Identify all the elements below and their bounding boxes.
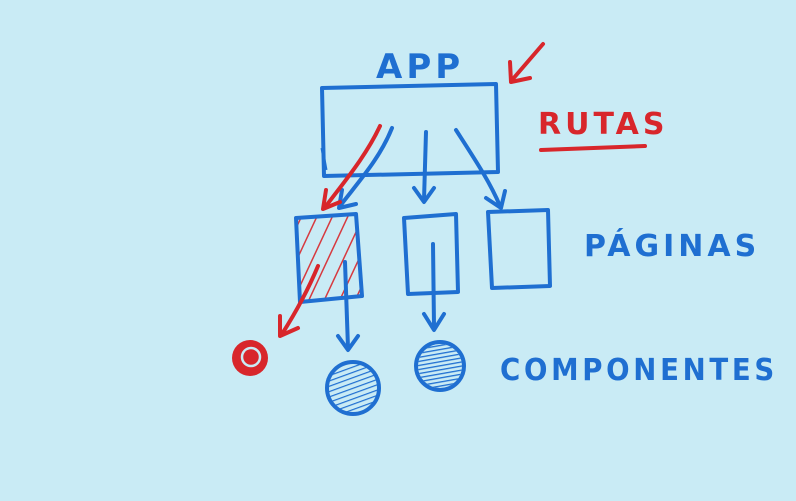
arrow-app-to-page-1	[338, 126, 394, 208]
component-3-outline	[414, 340, 466, 392]
route-arrowhead-component-1	[278, 314, 300, 338]
app-box-tick	[320, 147, 328, 171]
arrowhead-page-3	[484, 189, 507, 210]
page-3-box	[486, 208, 552, 290]
arrow-app-to-page-3	[454, 128, 502, 208]
component-2-fill	[328, 363, 378, 413]
route-arrow-app-to-page-1	[324, 124, 382, 208]
arrow-app-to-page-2	[422, 130, 428, 202]
component-1-scribble	[245, 350, 256, 364]
rutas-label: RUTAS	[538, 107, 668, 142]
page-1-box	[294, 212, 364, 304]
component-1-outer	[232, 340, 268, 376]
app-box	[320, 82, 500, 178]
arrowhead-component-2	[336, 334, 360, 352]
route-arrow-page-1-to-component-1	[280, 264, 320, 336]
componentes-label: COMPONENTES	[500, 353, 778, 388]
component-2-outline	[325, 360, 381, 416]
component-3-fill	[418, 344, 462, 388]
arrow-page-1-to-component-2	[343, 260, 350, 350]
app-label: APP	[376, 47, 464, 87]
routes-pointer-arrow	[510, 42, 545, 82]
component-1-inner	[240, 346, 262, 368]
routes-pointer-arrowhead	[508, 60, 532, 84]
route-arrowhead-page-1	[321, 188, 342, 211]
arrowhead-page-1	[337, 188, 358, 210]
paginas-label: PÁGINAS	[584, 228, 760, 264]
arrow-page-2-to-component-3	[431, 242, 436, 328]
page-2-box	[402, 212, 460, 296]
rutas-underline	[539, 144, 647, 152]
arrowhead-page-2	[412, 186, 436, 204]
arrowhead-component-3	[422, 312, 446, 332]
